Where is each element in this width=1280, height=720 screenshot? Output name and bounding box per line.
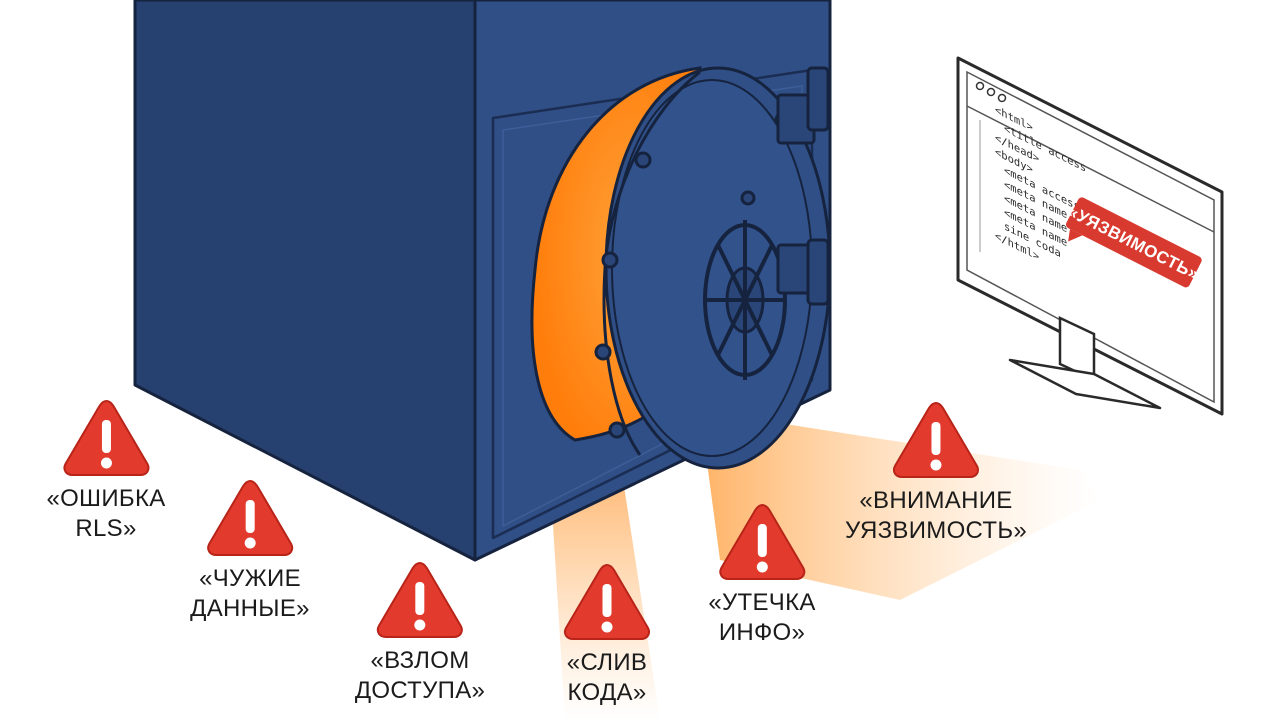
light-beam-right bbox=[700, 410, 1100, 600]
warning-label: «СЛИВ КОДА» bbox=[567, 648, 647, 708]
warning-triangle-icon bbox=[563, 563, 651, 640]
warning-label: «ВЗЛОМ ДОСТУПА» bbox=[355, 646, 485, 706]
warning-label-line: «УТЕЧКА bbox=[708, 589, 816, 616]
warning-triangle-icon bbox=[892, 401, 980, 478]
warning-item-foreign-data: «ЧУЖИЕ ДАННЫЕ» bbox=[190, 476, 310, 624]
warning-triangle-icon bbox=[718, 503, 806, 580]
warning-label-line: КОДА» bbox=[567, 679, 647, 706]
warning-label-line: «ОШИБКА bbox=[46, 485, 166, 512]
warning-label-line: ДОСТУПА» bbox=[354, 677, 486, 704]
warning-label: «ОШИБКА RLS» bbox=[46, 484, 165, 544]
vault-door bbox=[594, 66, 832, 470]
warning-triangle-icon bbox=[206, 479, 294, 556]
warning-label-line: ДАННЫЕ» bbox=[190, 595, 310, 622]
warning-item-code-leak: «СЛИВ КОДА» bbox=[561, 560, 653, 708]
warning-item-vulnerability-alert: «ВНИМАНИЕ УЯЗВИМОСТЬ» bbox=[845, 398, 1027, 546]
warning-label-line: УЯЗВИМОСТЬ» bbox=[844, 517, 1028, 544]
warning-label-line: RLS» bbox=[75, 515, 137, 542]
warning-label-line: «ВНИМАНИЕ bbox=[859, 487, 1013, 514]
warning-label: «ВНИМАНИЕ УЯЗВИМОСТЬ» bbox=[845, 486, 1027, 546]
warning-triangle-icon bbox=[62, 399, 150, 476]
warning-item-info-leak: «УТЕЧКА ИНФО» bbox=[708, 500, 815, 648]
warning-label-line: «СЛИВ bbox=[566, 649, 648, 676]
warning-label-line: ИНФО» bbox=[718, 619, 806, 646]
warning-label: «ЧУЖИЕ ДАННЫЕ» bbox=[190, 564, 310, 624]
warning-item-access-breach: «ВЗЛОМ ДОСТУПА» bbox=[355, 558, 485, 706]
warning-label-line: «ВЗЛОМ bbox=[370, 647, 470, 674]
warning-label-line: «ЧУЖИЕ bbox=[199, 565, 301, 592]
warning-item-rls-error: «ОШИБКА RLS» bbox=[46, 396, 165, 544]
warning-label: «УТЕЧКА ИНФО» bbox=[708, 588, 815, 648]
warning-triangle-icon bbox=[376, 561, 464, 638]
